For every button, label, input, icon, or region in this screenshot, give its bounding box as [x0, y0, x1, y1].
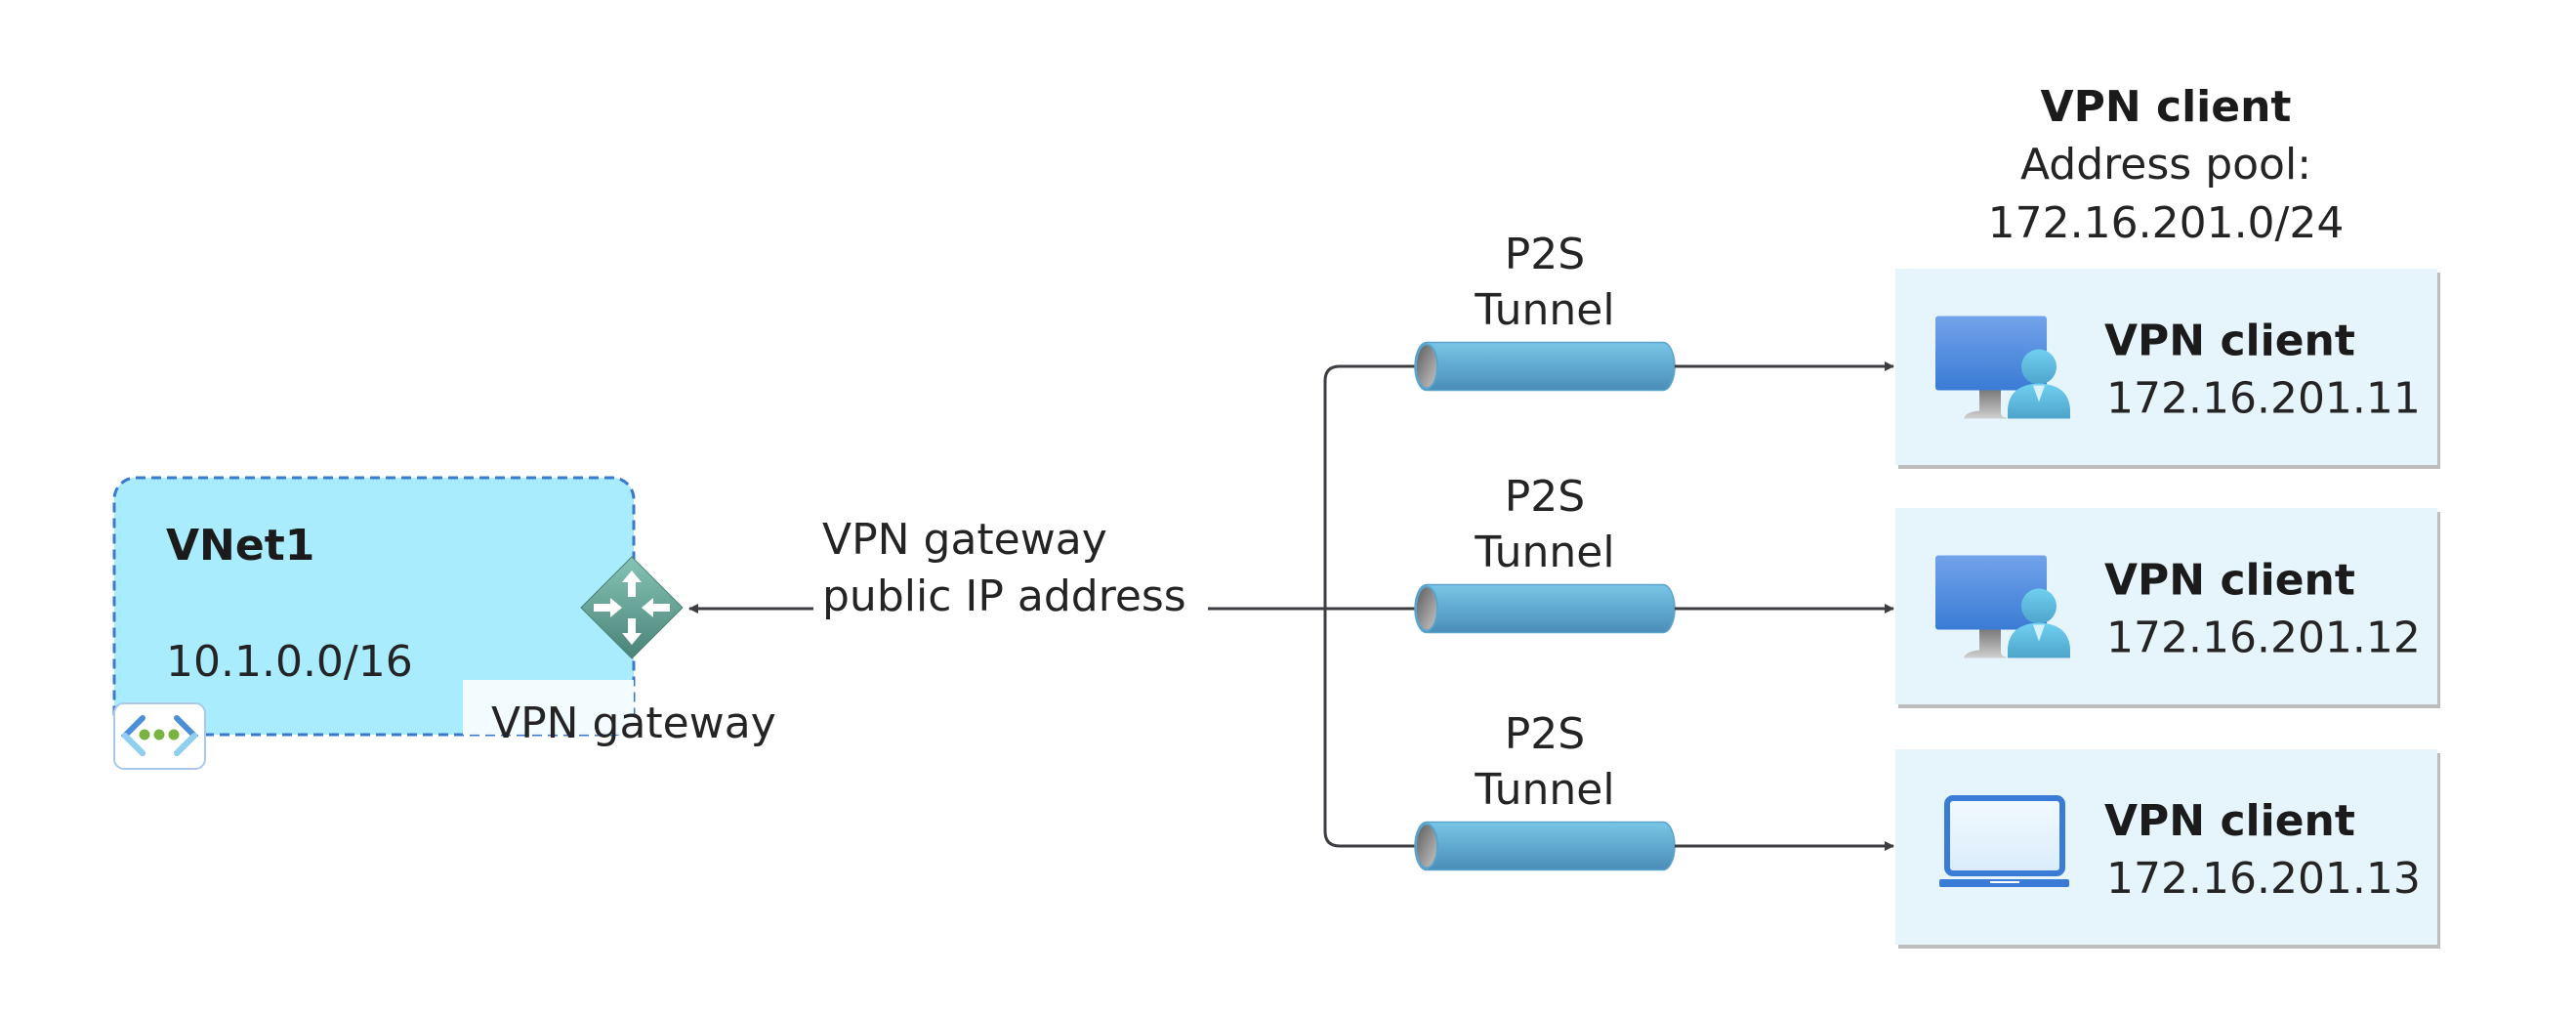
tunnel-pipe-icon: [1414, 583, 1676, 634]
tunnel-pipe-icon: [1414, 821, 1676, 871]
vnet-box[interactable]: VNet1 10.1.0.0/16: [112, 476, 636, 737]
vpn-client-box[interactable]: VPN client 172.16.201.11: [1895, 269, 2440, 469]
virtual-network-icon: [113, 702, 206, 770]
address-pool-label: Address pool:: [2020, 140, 2311, 190]
client-ip: 172.16.201.12: [2106, 614, 2421, 663]
tunnel-label-line1: P2S: [1505, 709, 1585, 759]
address-pool-range: 172.16.201.0/24: [1988, 198, 2345, 248]
desktop-user-icon: [1935, 316, 2070, 419]
vnet-address-space: 10.1.0.0/16: [166, 637, 413, 687]
trunk-line: [1323, 364, 1418, 848]
vpn-client-box[interactable]: VPN client 172.16.201.12: [1895, 508, 2440, 708]
p2s-tunnel[interactable]: P2S Tunnel: [1414, 709, 1894, 871]
vpn-gateway-icon[interactable]: [580, 556, 684, 659]
tunnel-label-line1: P2S: [1505, 230, 1585, 279]
gateway-label-background: [463, 680, 634, 735]
vnet-name: VNet1: [166, 521, 314, 571]
tunnel-label-line2: Tunnel: [1474, 285, 1614, 335]
public-ip-label-line2: public IP address: [822, 572, 1186, 621]
tunnel-label-line1: P2S: [1505, 472, 1585, 522]
client-ip: 172.16.201.11: [2106, 374, 2421, 424]
laptop-icon: [1939, 795, 2069, 887]
client-title: VPN client: [2104, 796, 2355, 846]
p2s-tunnel[interactable]: P2S Tunnel: [1414, 230, 1894, 392]
tunnel-label-line2: Tunnel: [1474, 528, 1614, 577]
desktop-user-icon: [1935, 555, 2070, 658]
tunnel-label-line2: Tunnel: [1474, 765, 1614, 815]
tunnel-pipe-icon: [1414, 341, 1676, 392]
vpn-client-box[interactable]: VPN client 172.16.201.13: [1895, 749, 2440, 949]
p2s-tunnel[interactable]: P2S Tunnel: [1414, 472, 1894, 634]
client-ip: 172.16.201.13: [2106, 854, 2421, 904]
client-title: VPN client: [2104, 556, 2355, 606]
client-title: VPN client: [2104, 317, 2355, 366]
public-ip-label-line1: VPN gateway: [822, 515, 1107, 565]
gateway-label: VPN gateway: [491, 698, 776, 748]
address-pool-title: VPN client: [2041, 82, 2292, 132]
address-pool-header: VPN client Address pool: 172.16.201.0/24: [1988, 82, 2345, 248]
